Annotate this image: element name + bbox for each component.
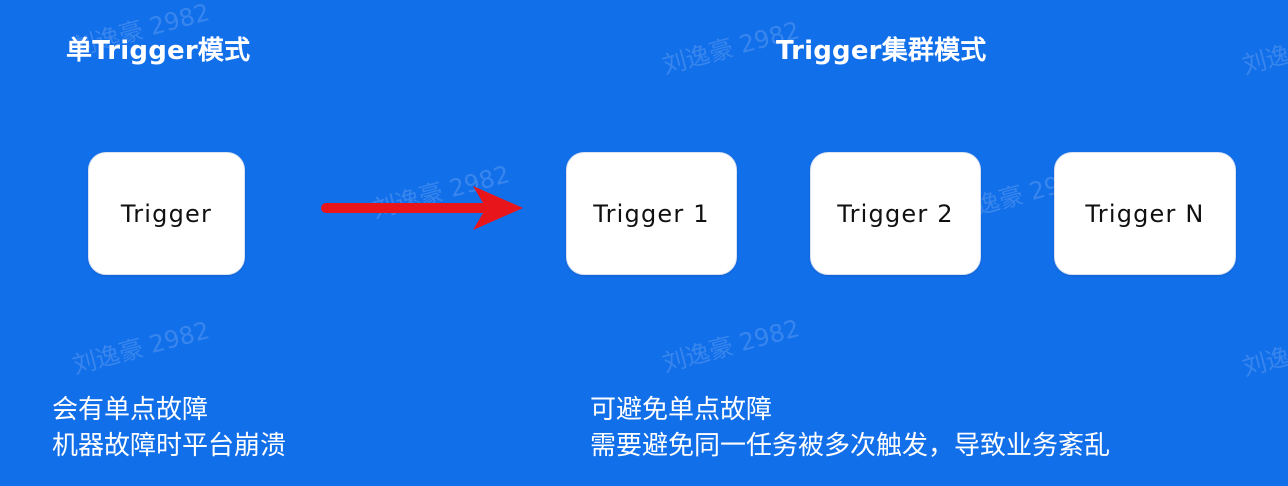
description-line: 需要避免同一任务被多次触发，导致业务紊乱 [590,431,1111,461]
trigger-node-n: Trigger N [1054,152,1236,275]
trigger-node-1: Trigger 1 [566,152,737,275]
description-line: 会有单点故障 [52,395,209,425]
single-mode-title: 单Trigger模式 [66,36,251,66]
cluster-mode-description: 可避免单点故障 需要避免同一任务被多次触发，导致业务紊乱 [590,392,1110,464]
trigger-node-label: Trigger 1 [593,199,710,228]
watermark: 刘逸豪 2982 [1239,318,1288,382]
trigger-node-label: Trigger N [1085,199,1205,228]
trigger-node-single: Trigger [88,152,245,275]
description-line: 机器故障时平台崩溃 [52,431,287,461]
transition-arrow-icon [321,186,523,230]
watermark: 刘逸豪 2982 [659,314,803,378]
trigger-node-2: Trigger 2 [810,152,981,275]
cluster-mode-title: Trigger集群模式 [776,36,987,66]
watermark: 刘逸豪 2982 [69,316,213,380]
trigger-node-label: Trigger 2 [837,199,954,228]
arrow-head [473,186,523,230]
watermark: 刘逸豪 2982 [1239,16,1288,80]
trigger-node-label: Trigger [120,199,213,228]
single-mode-description: 会有单点故障 机器故障时平台崩溃 [52,392,286,464]
description-line: 可避免单点故障 [590,395,773,425]
